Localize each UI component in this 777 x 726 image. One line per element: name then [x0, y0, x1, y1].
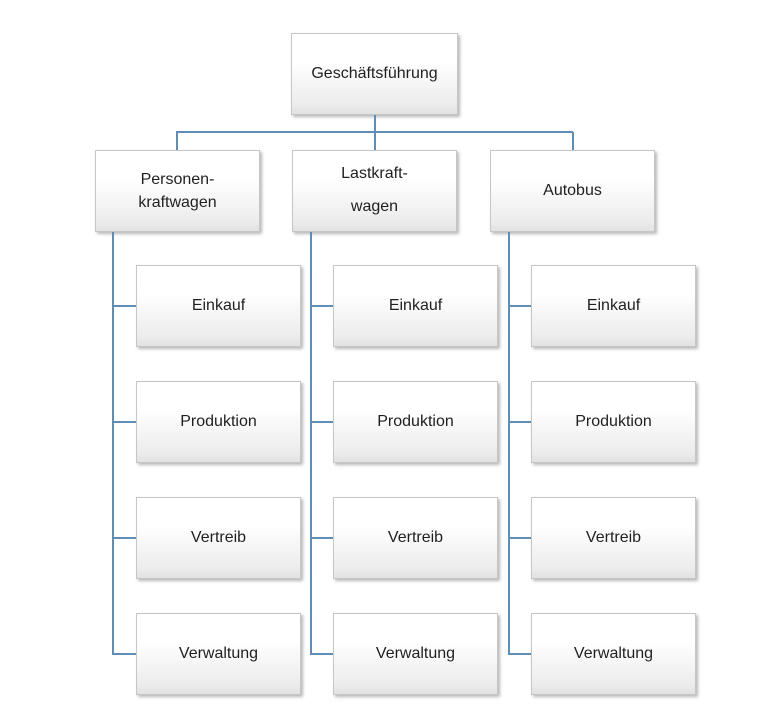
- node-lkw-verwaltung[interactable]: Verwaltung: [333, 613, 498, 695]
- connector-drop-lastkraftwagen: [374, 132, 376, 150]
- node-autobus-produktion[interactable]: Produktion: [531, 381, 696, 463]
- node-pkw-produktion[interactable]: Produktion: [136, 381, 301, 463]
- node-autobus-vertreib[interactable]: Vertreib: [531, 497, 696, 579]
- connector-stub: [508, 421, 531, 423]
- connector-stub: [310, 653, 333, 655]
- node-lastkraftwagen[interactable]: Lastkraft- wagen: [292, 150, 457, 232]
- node-autobus[interactable]: Autobus: [490, 150, 655, 232]
- connector-stub: [310, 305, 333, 307]
- connector-spine-autobus: [508, 232, 510, 655]
- node-geschaeftsfuehrung[interactable]: Geschäftsführung: [291, 33, 458, 115]
- connector-stub: [112, 421, 136, 423]
- connector-stub: [112, 537, 136, 539]
- node-autobus-verwaltung[interactable]: Verwaltung: [531, 613, 696, 695]
- connector-stub: [112, 653, 136, 655]
- connector-drop-personenkraftwagen: [176, 132, 178, 150]
- connector-spine-personenkraftwagen: [112, 232, 114, 655]
- connector-stub: [310, 537, 333, 539]
- connector-distributor: [176, 131, 573, 133]
- connector-spine-lastkraftwagen: [310, 232, 312, 655]
- node-pkw-verwaltung[interactable]: Verwaltung: [136, 613, 301, 695]
- node-lkw-vertreib[interactable]: Vertreib: [333, 497, 498, 579]
- connector-stub: [508, 305, 531, 307]
- node-lkw-einkauf[interactable]: Einkauf: [333, 265, 498, 347]
- connector-drop-autobus: [572, 132, 574, 150]
- connector-stub: [112, 305, 136, 307]
- node-lkw-produktion[interactable]: Produktion: [333, 381, 498, 463]
- node-personenkraftwagen[interactable]: Personen- kraftwagen: [95, 150, 260, 232]
- connector-stub: [310, 421, 333, 423]
- node-pkw-einkauf[interactable]: Einkauf: [136, 265, 301, 347]
- connector-stub: [508, 653, 531, 655]
- connector-root-stem: [374, 115, 376, 132]
- node-pkw-vertreib[interactable]: Vertreib: [136, 497, 301, 579]
- node-autobus-einkauf[interactable]: Einkauf: [531, 265, 696, 347]
- connector-stub: [508, 537, 531, 539]
